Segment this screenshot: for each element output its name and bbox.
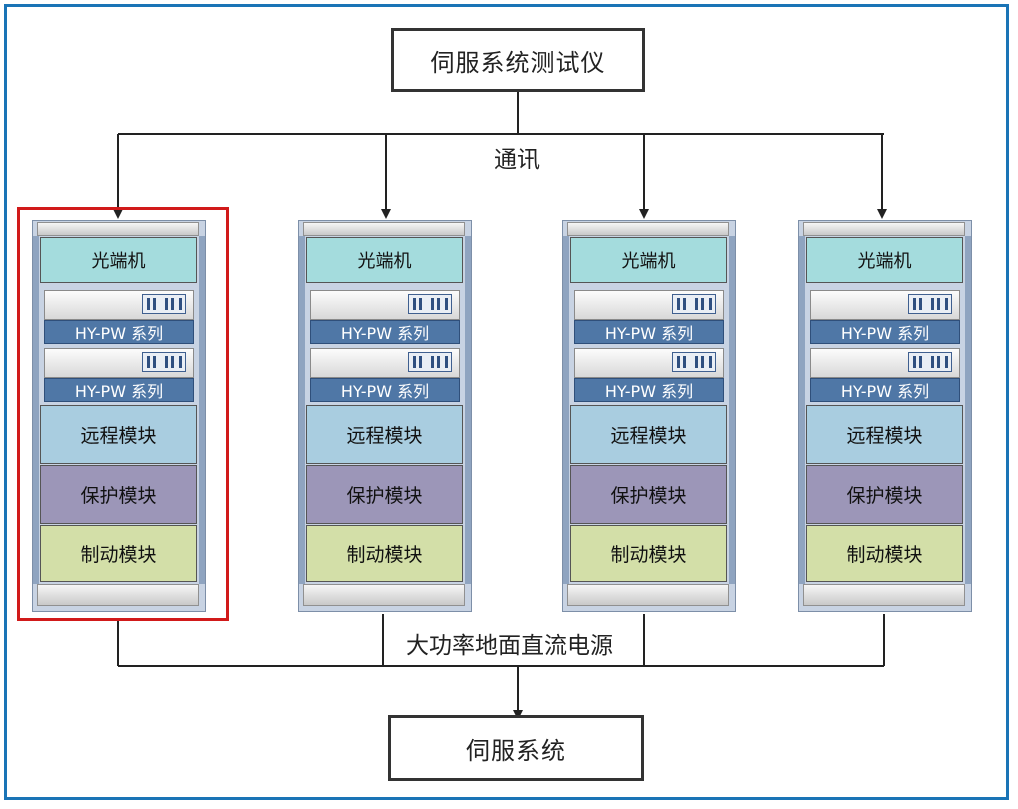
rack-top-rail <box>303 222 465 236</box>
rack-post <box>799 236 805 584</box>
rack-1: 光端机 HY-PW 系列 HY-PW 系列 远程模块 保护模块 制动模块 <box>30 212 208 614</box>
power-unit-2: HY-PW 系列 <box>810 348 960 402</box>
optical-terminal: 光端机 <box>806 237 963 283</box>
power-unit-label: HY-PW 系列 <box>44 320 194 344</box>
brake-module: 制动模块 <box>806 525 963 582</box>
remote-module: 远程模块 <box>570 405 727 464</box>
rack-top-rail <box>567 222 729 236</box>
power-unit-1: HY-PW 系列 <box>310 290 460 344</box>
rack-bottom-rail <box>567 584 729 606</box>
rack-4: 光端机 HY-PW 系列 HY-PW 系列 远程模块 保护模块 制动模块 <box>796 212 974 614</box>
power-unit-2: HY-PW 系列 <box>310 348 460 402</box>
brake-module: 制动模块 <box>570 525 727 582</box>
rack-post <box>965 236 971 584</box>
rack-post <box>729 236 735 584</box>
power-unit-label: HY-PW 系列 <box>574 320 724 344</box>
rack-post <box>563 236 569 584</box>
rack-bottom-rail <box>303 584 465 606</box>
servo-system-box: 伺服系统 <box>388 715 644 781</box>
optical-terminal: 光端机 <box>40 237 197 283</box>
power-unit-1: HY-PW 系列 <box>810 290 960 344</box>
rack-post <box>299 236 305 584</box>
rack-post <box>33 236 39 584</box>
vent-icon <box>142 294 186 314</box>
brake-module: 制动模块 <box>306 525 463 582</box>
remote-module: 远程模块 <box>40 405 197 464</box>
vent-icon <box>408 352 452 372</box>
remote-module: 远程模块 <box>806 405 963 464</box>
servo-tester-box: 伺服系统测试仪 <box>391 28 645 92</box>
rack-top-rail <box>803 222 965 236</box>
power-unit-label: HY-PW 系列 <box>44 378 194 402</box>
servo-system-label: 伺服系统 <box>466 736 566 765</box>
power-unit-label: HY-PW 系列 <box>574 378 724 402</box>
protection-module: 保护模块 <box>806 465 963 524</box>
power-supply-label: 大功率地面直流电源 <box>398 626 621 660</box>
rack-top-rail <box>37 222 199 236</box>
servo-tester-label: 伺服系统测试仪 <box>430 48 606 77</box>
vent-icon <box>672 352 716 372</box>
vent-icon <box>908 294 952 314</box>
comm-label: 通讯 <box>486 140 548 174</box>
rack-post <box>465 236 471 584</box>
optical-terminal: 光端机 <box>306 237 463 283</box>
rack-2: 光端机 HY-PW 系列 HY-PW 系列 远程模块 保护模块 制动模块 <box>296 212 474 614</box>
diagram-frame <box>4 4 1009 800</box>
remote-module: 远程模块 <box>306 405 463 464</box>
power-unit-label: HY-PW 系列 <box>810 320 960 344</box>
power-unit-1: HY-PW 系列 <box>44 290 194 344</box>
rack-1-highlight-box <box>17 207 229 621</box>
power-unit-label: HY-PW 系列 <box>310 320 460 344</box>
power-unit-2: HY-PW 系列 <box>574 348 724 402</box>
protection-module: 保护模块 <box>40 465 197 524</box>
protection-module: 保护模块 <box>306 465 463 524</box>
power-unit-2: HY-PW 系列 <box>44 348 194 402</box>
vent-icon <box>672 294 716 314</box>
vent-icon <box>408 294 452 314</box>
power-unit-label: HY-PW 系列 <box>810 378 960 402</box>
rack-3: 光端机 HY-PW 系列 HY-PW 系列 远程模块 保护模块 制动模块 <box>560 212 738 614</box>
vent-icon <box>908 352 952 372</box>
rack-bottom-rail <box>37 584 199 606</box>
optical-terminal: 光端机 <box>570 237 727 283</box>
protection-module: 保护模块 <box>570 465 727 524</box>
rack-bottom-rail <box>803 584 965 606</box>
power-unit-label: HY-PW 系列 <box>310 378 460 402</box>
power-unit-1: HY-PW 系列 <box>574 290 724 344</box>
brake-module: 制动模块 <box>40 525 197 582</box>
vent-icon <box>142 352 186 372</box>
rack-post <box>199 236 205 584</box>
